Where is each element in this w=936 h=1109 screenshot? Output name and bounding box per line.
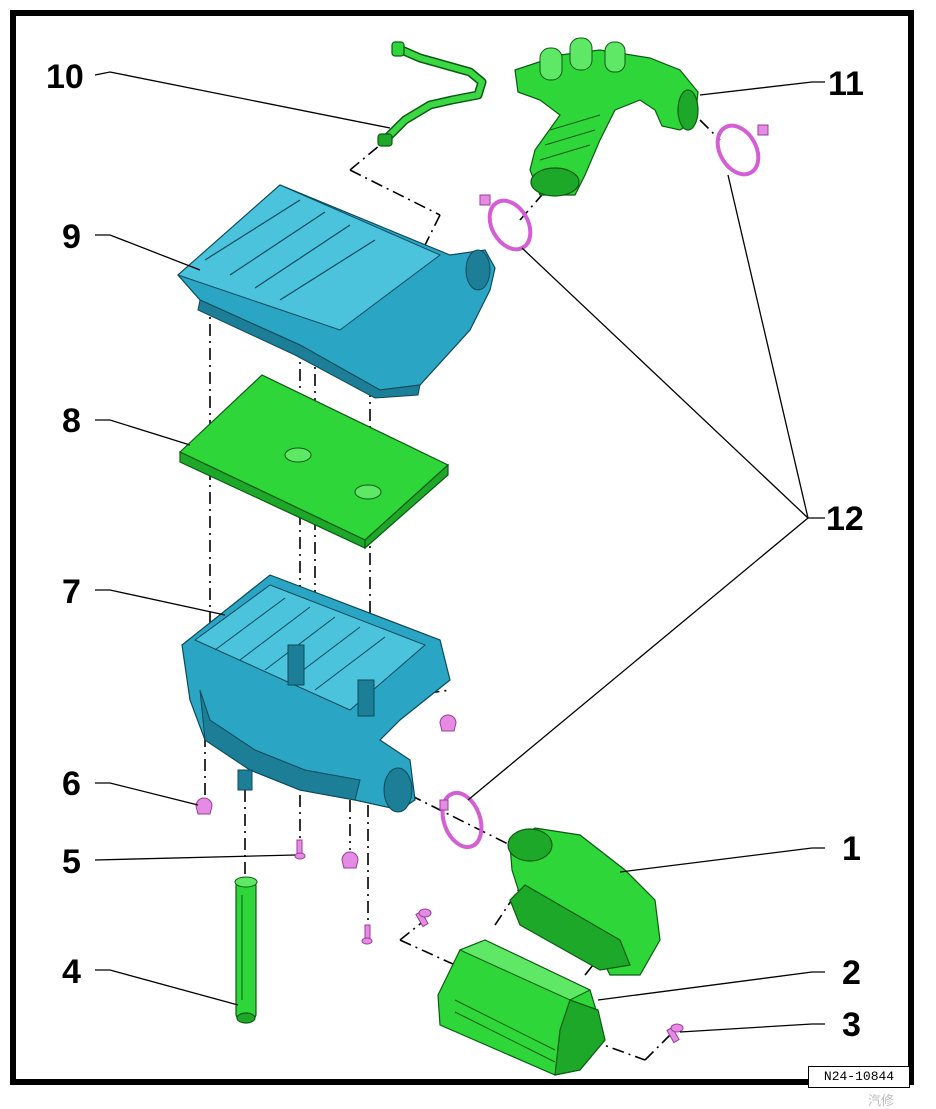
part-1-intake-duct: [507, 827, 661, 976]
part-9-upper-housing: [177, 184, 496, 399]
part-2-air-guide: [437, 939, 606, 1076]
callout-8: 8: [62, 402, 81, 440]
callout-1: 1: [842, 830, 861, 868]
callout-4: 4: [62, 953, 81, 991]
callout-2: 2: [842, 954, 861, 992]
leader-lines: [94, 71, 825, 1033]
part-11-intake-pipe: [514, 37, 699, 197]
part-10-hose: [377, 41, 487, 147]
part-8-filter-element: [178, 374, 450, 550]
callout-5: 5: [62, 843, 81, 881]
callout-11: 11: [828, 65, 864, 103]
part-7-lower-housing: [181, 574, 451, 813]
part-12-clamps: [439, 123, 769, 850]
callout-6: 6: [62, 765, 81, 803]
callout-10: 10: [46, 58, 84, 96]
watermark: 汽修: [868, 1094, 895, 1109]
callout-9: 9: [62, 218, 81, 256]
reference-code: N24-10844: [808, 1066, 910, 1088]
fasteners: [195, 714, 684, 1044]
callout-7: 7: [62, 573, 81, 611]
part-4-drain-tube: [234, 876, 258, 1024]
callout-12: 12: [826, 500, 864, 538]
diagram-frame: [10, 10, 914, 1085]
callout-3: 3: [842, 1006, 861, 1044]
callout-numbers: 10 11 9 8 12 7 6 1 5 4 2 3: [46, 58, 864, 1044]
